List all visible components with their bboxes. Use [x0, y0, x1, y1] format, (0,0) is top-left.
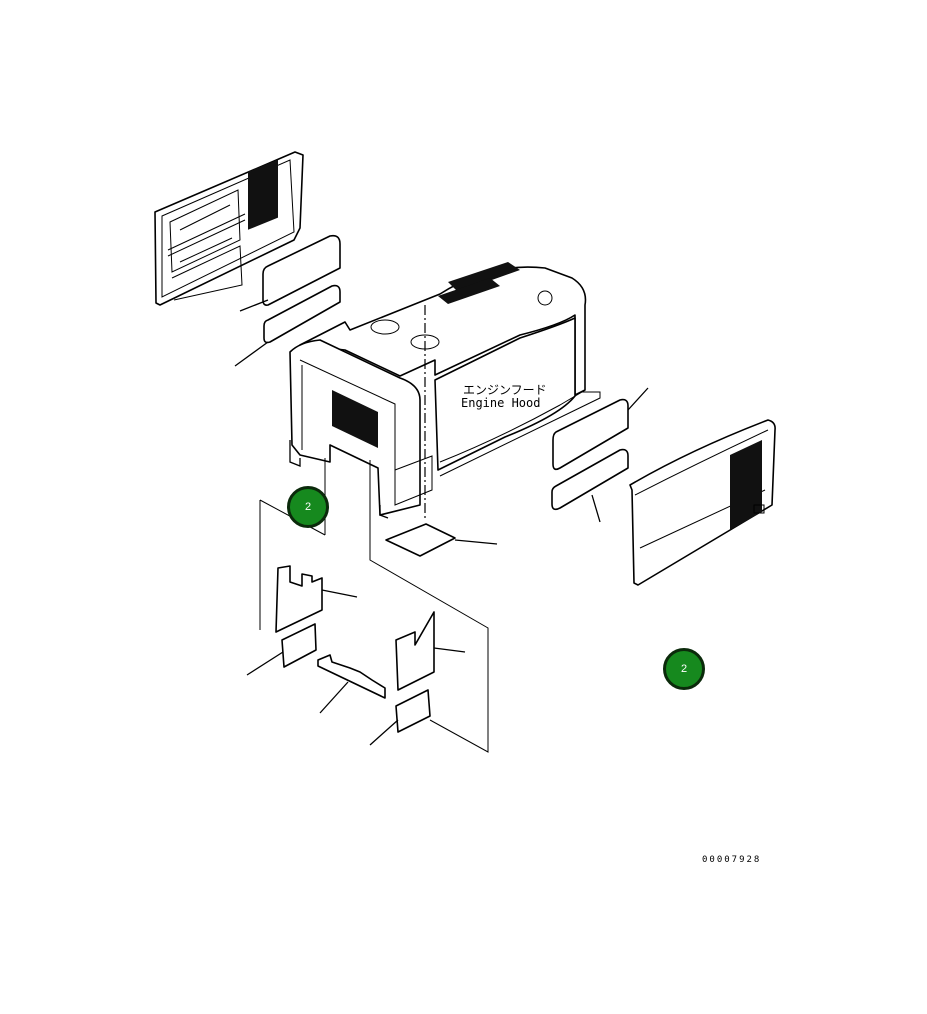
engine-hood-body: [289, 262, 601, 519]
drawing-number: 00007928: [702, 855, 762, 865]
leader-line: [319, 681, 349, 714]
title-japanese: エンジンフード: [463, 383, 547, 397]
lower-small-pad-b: [395, 689, 431, 733]
left-side-door-panel: [154, 151, 304, 306]
callout-badge-2[interactable]: 2: [663, 648, 705, 690]
lower-strip-seal: [317, 654, 386, 699]
right-side-door-panel: [629, 419, 776, 586]
right-lower-seal-pad: [551, 448, 629, 511]
bottom-plate: [385, 523, 456, 557]
leader-line: [454, 539, 498, 545]
leader-line: [246, 651, 284, 676]
leader-line: [321, 589, 358, 598]
leader-line: [591, 494, 601, 523]
upper-seal-pad: [262, 234, 341, 306]
leader-line: [239, 299, 269, 312]
leader-line: [433, 647, 466, 653]
lower-right-seal-block: [395, 611, 435, 691]
lower-seal-pad: [263, 284, 341, 344]
right-upper-seal-pad: [552, 398, 629, 471]
leader-line: [369, 719, 399, 746]
leader-line: [234, 341, 269, 367]
callout-badge-2[interactable]: 2: [287, 486, 329, 528]
leader-line: [627, 387, 649, 411]
lower-small-pad-a: [281, 623, 317, 668]
title-english: Engine Hood: [461, 396, 541, 410]
exploded-guide-line: [369, 460, 489, 753]
lower-left-seal-block: [275, 565, 323, 633]
